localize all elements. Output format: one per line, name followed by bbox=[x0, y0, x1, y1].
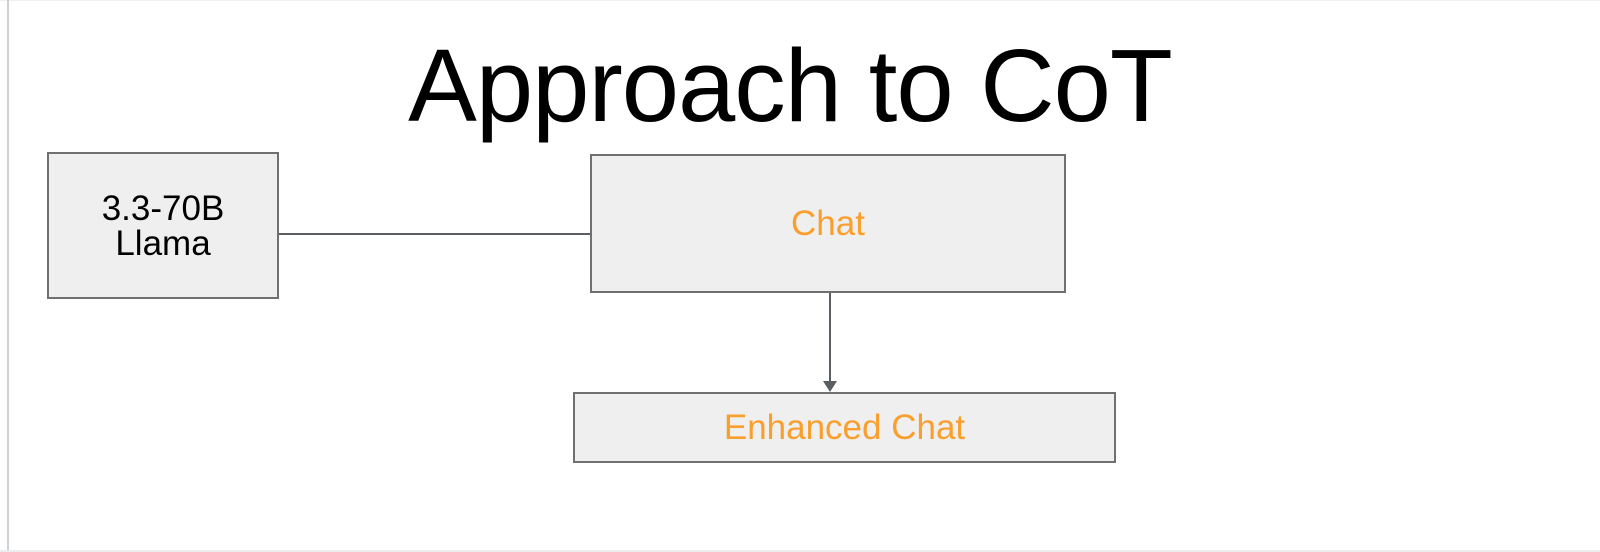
canvas-bottom-edge bbox=[0, 550, 1600, 552]
slide-title: Approach to CoT bbox=[408, 28, 1173, 143]
node-enhanced-chat-label: Enhanced Chat bbox=[723, 407, 966, 447]
node-llama-label-line2: Llama bbox=[115, 223, 211, 263]
node-llama-3-3-70b[interactable]: 3.3-70B Llama bbox=[47, 152, 279, 299]
arrowhead-down-icon bbox=[823, 381, 837, 392]
canvas-top-edge bbox=[0, 0, 1600, 1]
connector-llama-to-chat bbox=[279, 233, 590, 235]
canvas-left-edge bbox=[7, 0, 9, 552]
node-llama-label-line1: 3.3-70B bbox=[101, 188, 225, 228]
node-llama-label: 3.3-70B Llama bbox=[102, 191, 225, 261]
node-enhanced-chat[interactable]: Enhanced Chat bbox=[573, 392, 1116, 463]
node-chat[interactable]: Chat bbox=[590, 154, 1066, 293]
connector-chat-to-enhanced-chat bbox=[829, 293, 831, 382]
node-chat-label: Chat bbox=[791, 203, 865, 243]
